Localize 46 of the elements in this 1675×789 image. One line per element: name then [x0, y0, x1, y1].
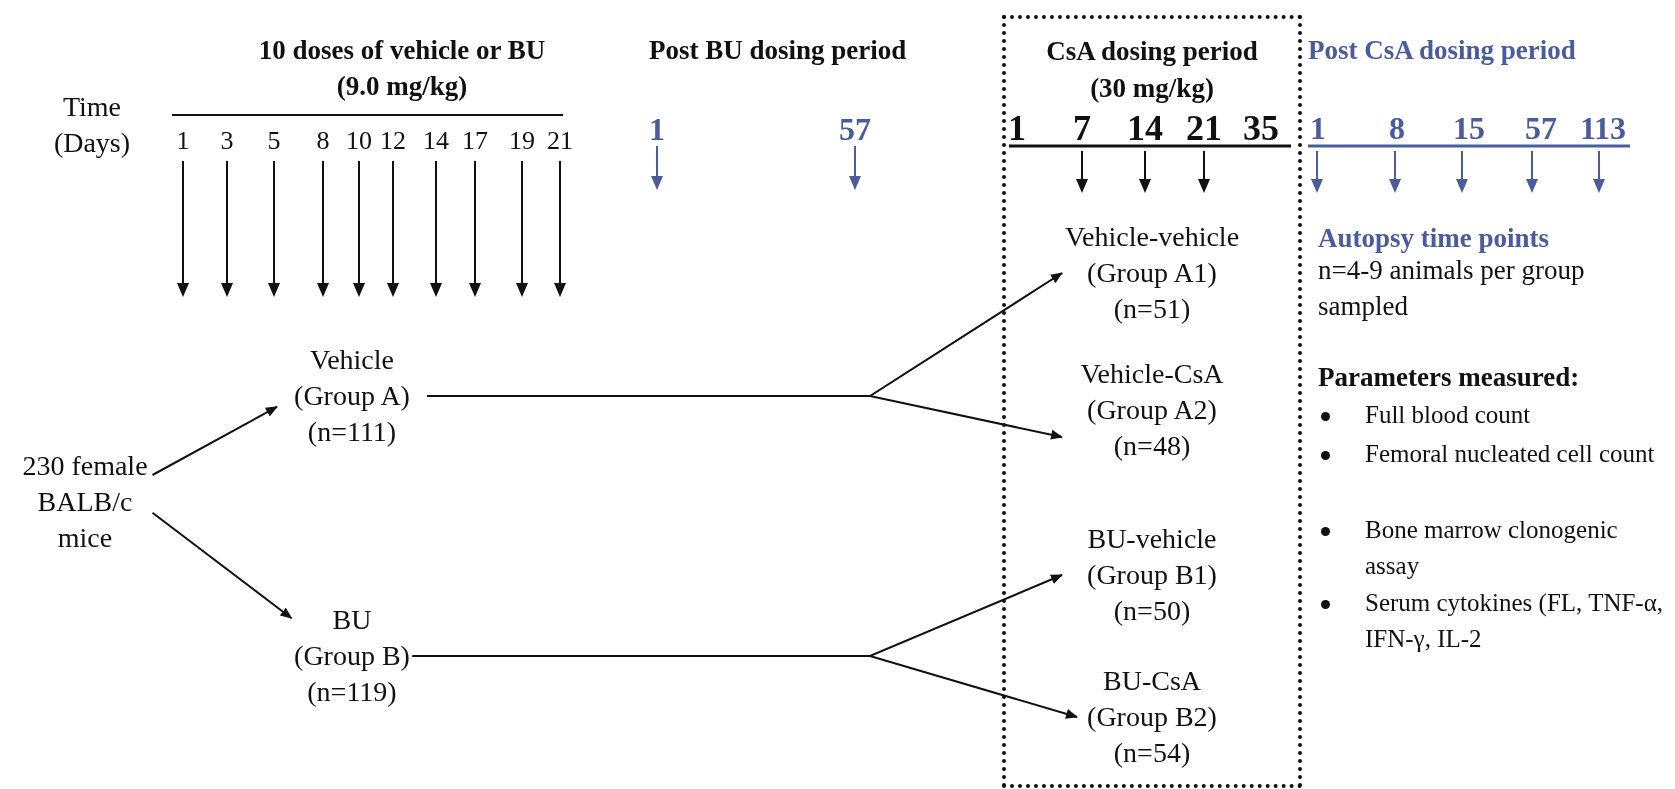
day-number: 57: [839, 111, 871, 147]
arrow: [151, 511, 293, 620]
group-label: BU-CsA (Group B2) (n=54): [1077, 663, 1227, 771]
group-label: BU (Group B) (n=119): [291, 602, 413, 710]
day-number: 1: [176, 125, 190, 157]
arrow: [426, 395, 1063, 440]
group-label: 230 female BALB/c mice: [17, 448, 153, 556]
period-heading: 10 doses of vehicle or BU (9.0 mg/kg): [257, 34, 547, 103]
group-label: Vehicle (Group A) (n=111): [277, 342, 427, 450]
arrow: [151, 405, 278, 476]
bullet-item: Bone marrow clonogenic assay: [1318, 512, 1672, 584]
group-label: BU-vehicle (Group B1) (n=50): [1062, 521, 1242, 629]
bullet-item: Full blood count: [1318, 397, 1672, 433]
day-number: 8: [1389, 110, 1405, 146]
period-heading: CsA dosing period (30 mg/kg): [1045, 35, 1259, 105]
day-number: 15: [1453, 110, 1485, 146]
day-number: 1: [1310, 110, 1326, 146]
day-number: 1: [1008, 110, 1026, 146]
day-number: 21: [547, 125, 573, 157]
note-text: n=4-9 animals per group sampled: [1318, 254, 1586, 323]
day-number: 19: [509, 125, 535, 157]
group-label: Vehicle-vehicle (Group A1) (n=51): [1062, 219, 1242, 327]
bullet-item: Serum cytokines (FL, TNF-α, IFN-γ, IL-2: [1318, 585, 1672, 657]
day-number: 14: [423, 125, 449, 157]
section-heading: Autopsy time points: [1318, 222, 1550, 255]
day-number: 1: [649, 111, 665, 147]
period-heading: Post BU dosing period: [649, 34, 907, 67]
day-number: 8: [316, 125, 330, 157]
day-number: 14: [1127, 110, 1163, 146]
period-heading: Post CsA dosing period: [1308, 34, 1576, 67]
bullet-item: Femoral nucleated cell count: [1318, 436, 1672, 472]
day-number: 21: [1186, 110, 1222, 146]
day-number: 5: [267, 125, 281, 157]
day-number: 7: [1073, 110, 1091, 146]
section-heading: Parameters measured:: [1318, 361, 1580, 394]
day-number: 17: [462, 125, 488, 157]
dosing-period-box: [1002, 15, 1302, 788]
day-number: 10: [346, 125, 372, 157]
day-number: 113: [1579, 110, 1627, 146]
axis-label: Time (Days): [52, 90, 132, 160]
day-number: 57: [1525, 110, 1557, 146]
group-label: Vehicle-CsA (Group A2) (n=48): [1062, 356, 1242, 464]
day-number: 12: [380, 125, 406, 157]
arrow: [411, 655, 1078, 719]
day-number: 3: [220, 125, 234, 157]
day-number: 35: [1243, 110, 1279, 146]
